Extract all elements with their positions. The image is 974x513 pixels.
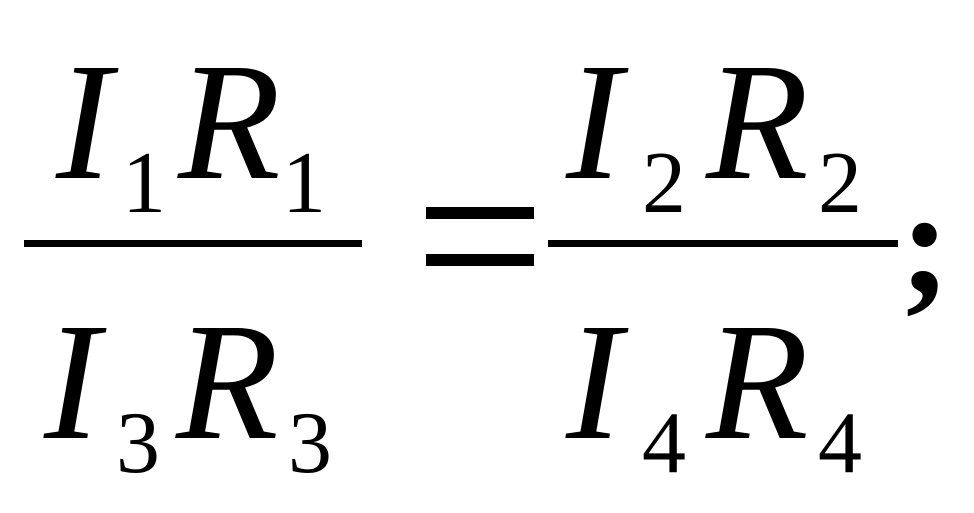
left-numerator-sub-2: 1	[282, 135, 326, 232]
right-denominator-var-2: R	[706, 289, 809, 475]
right-denominator-var-1: I	[566, 289, 622, 475]
right-numerator-var-1: I	[566, 29, 622, 215]
left-numerator-sub-1: 1	[122, 135, 166, 232]
right-denominator-sub-2: 4	[818, 395, 862, 492]
left-numerator-var-2: R	[178, 29, 281, 215]
left-denominator-var-2: R	[176, 289, 279, 475]
right-numerator-var-2: R	[706, 29, 809, 215]
left-denominator-sub-2: 3	[288, 395, 332, 492]
right-fraction-bar	[548, 240, 898, 247]
left-denominator-sub-1: 3	[116, 395, 160, 492]
right-numerator-sub-2: 2	[818, 135, 862, 232]
right-denominator-sub-1: 4	[642, 395, 686, 492]
right-numerator-sub-1: 2	[642, 135, 686, 232]
left-denominator-var-1: I	[44, 289, 100, 475]
equals-sign-top-bar	[426, 207, 534, 219]
left-fraction-bar	[24, 240, 362, 247]
left-numerator-var-1: I	[56, 29, 112, 215]
equals-sign-bottom-bar	[426, 254, 534, 266]
semicolon: ;	[900, 160, 950, 326]
